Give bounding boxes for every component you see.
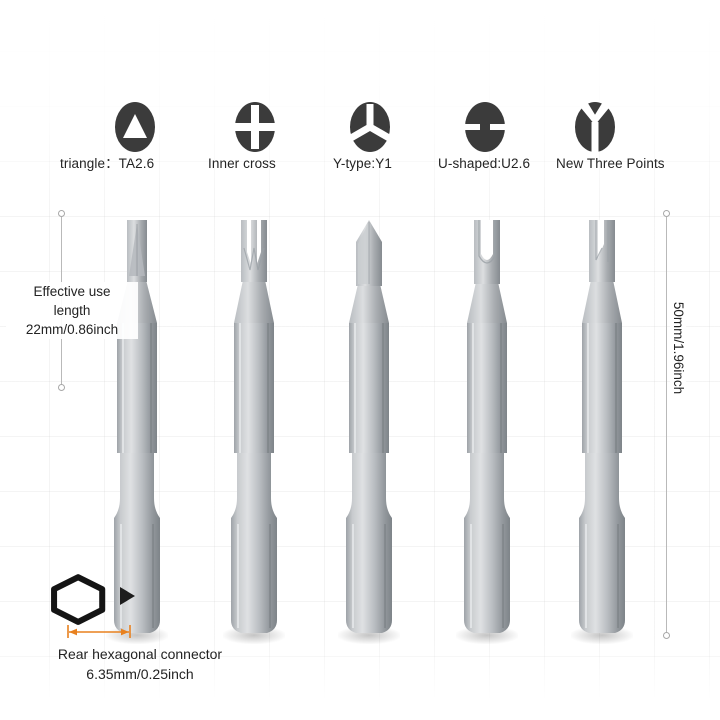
dimension-endpoint-bottom xyxy=(58,384,65,391)
total-length-label: 50mm/1.96inch xyxy=(670,278,686,418)
effective-length-label: Effective use length 22mm/0.86inch xyxy=(6,282,138,339)
rear-hex-callout xyxy=(36,572,216,628)
bit-label-inner-cross: Inner cross xyxy=(208,156,276,171)
effective-length-line1: Effective use xyxy=(33,284,111,299)
bit-type-label-row: triangle：TA2.6 Inner cross Y-type:Y1 U-s… xyxy=(0,155,720,177)
dimension-endpoint-bottom xyxy=(663,632,670,639)
hexagon-outline-icon xyxy=(51,574,106,625)
y-type-bit-icon xyxy=(340,98,400,158)
bit-label-triangle: triangle：TA2.6 xyxy=(60,156,155,171)
callout-arrow-icon xyxy=(120,587,135,605)
dimension-endpoint-top xyxy=(663,210,670,217)
dimension-line xyxy=(666,217,667,635)
bit-label-y-type: Y-type:Y1 xyxy=(333,156,392,171)
effective-length-line3: 22mm/0.86inch xyxy=(25,322,119,337)
total-length-dimension-line xyxy=(655,210,679,640)
rear-connector-line2: 6.35mm/0.25inch xyxy=(86,666,194,682)
new-three-points-bit-icon xyxy=(565,98,625,158)
rear-connector-line1: Rear hexagonal connector xyxy=(57,646,223,662)
dimension-endpoint-top xyxy=(58,210,65,217)
bit-shaft-y-type xyxy=(332,218,406,644)
triangle-bit-icon xyxy=(105,98,165,158)
bit-shaft-new-three-points xyxy=(565,218,639,644)
hex-width-dimension-arrow xyxy=(67,625,131,638)
rear-connector-label: Rear hexagonal connector 6.35mm/0.25inch xyxy=(0,644,280,684)
effective-length-line2: length xyxy=(53,303,91,318)
bit-type-icon-row xyxy=(0,98,720,158)
u-shaped-bit-icon xyxy=(455,98,515,158)
bit-label-new-three-points: New Three Points xyxy=(556,156,665,171)
bit-label-u-shaped: U-shaped:U2.6 xyxy=(438,156,531,171)
bit-shaft-u-shaped xyxy=(450,218,524,644)
bit-shaft-inner-cross xyxy=(217,218,291,644)
inner-cross-bit-icon xyxy=(225,98,285,158)
